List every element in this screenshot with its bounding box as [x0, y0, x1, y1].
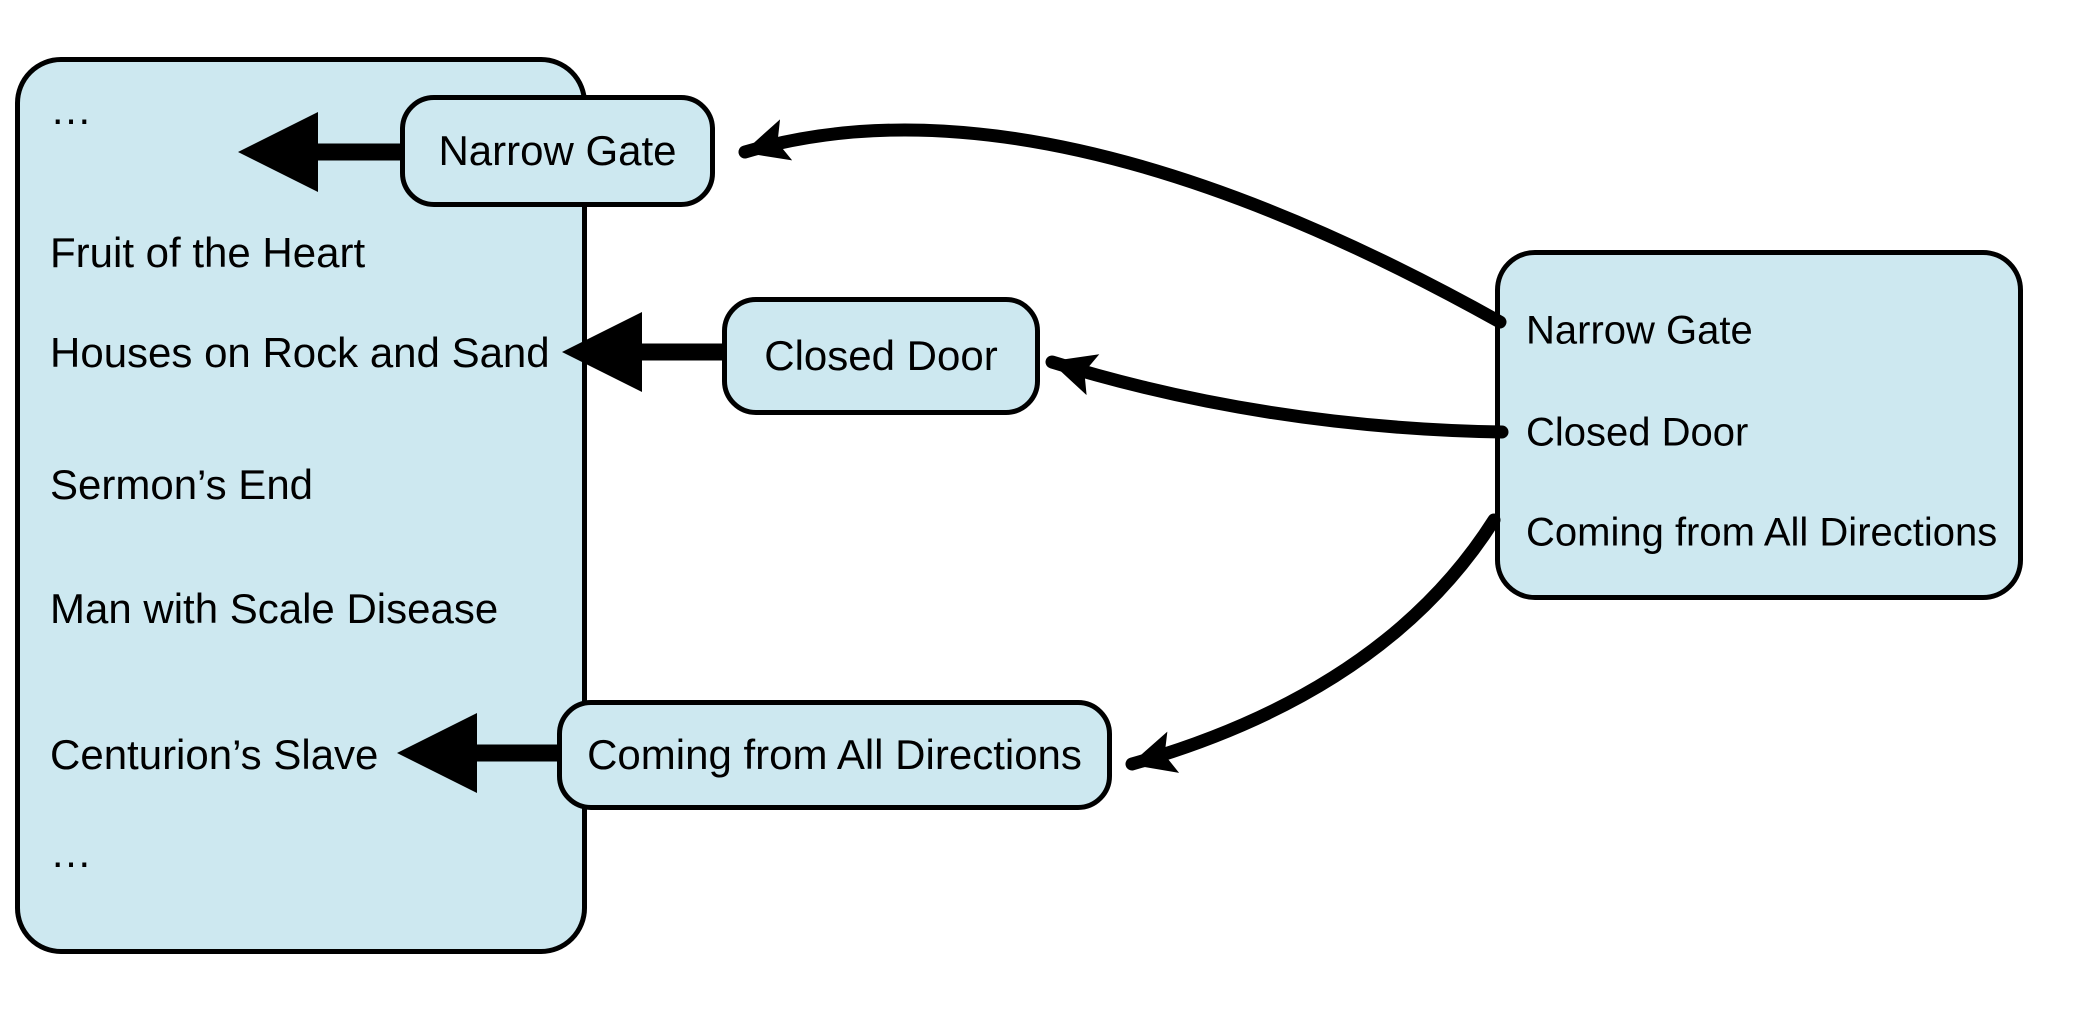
arrow-source-to-narrow-gate	[738, 119, 1507, 329]
inserted-pericope-closed-door-label: Closed Door	[764, 332, 998, 379]
arrow-source-to-coming	[1125, 513, 1501, 773]
inserted-pericope-narrow-gate-label: Narrow Gate	[438, 127, 677, 174]
source-item-coming: Coming from All Directions	[1526, 510, 1998, 555]
arrow-source-to-closed-door	[1045, 354, 1509, 439]
arrow-insert-closed-door-shaft	[640, 343, 726, 361]
inserted-pericope-coming-from-all-directions: Coming from All Directions	[557, 700, 1112, 810]
list-item-sermons-end: Sermon’s End	[50, 460, 314, 508]
source-pericopes-box: Narrow Gate Closed Door Coming from All …	[1495, 250, 2023, 600]
inserted-pericope-narrow-gate: Narrow Gate	[400, 95, 715, 207]
inserted-pericope-coming-label: Coming from All Directions	[587, 731, 1082, 778]
list-item-scale-disease: Man with Scale Disease	[50, 584, 499, 632]
list-item-houses-rock-sand: Houses on Rock and Sand	[50, 328, 550, 376]
source-item-narrow-gate: Narrow Gate	[1526, 308, 1753, 353]
source-item-closed-door: Closed Door	[1526, 410, 1749, 455]
list-item-centurions-slave: Centurion’s Slave	[50, 730, 379, 778]
list-item-fruit-of-heart: Fruit of the Heart	[50, 228, 366, 276]
list-item-ellipsis-bottom: …	[50, 828, 92, 876]
inserted-pericope-closed-door: Closed Door	[722, 297, 1040, 415]
list-item-ellipsis-top: …	[50, 85, 92, 133]
